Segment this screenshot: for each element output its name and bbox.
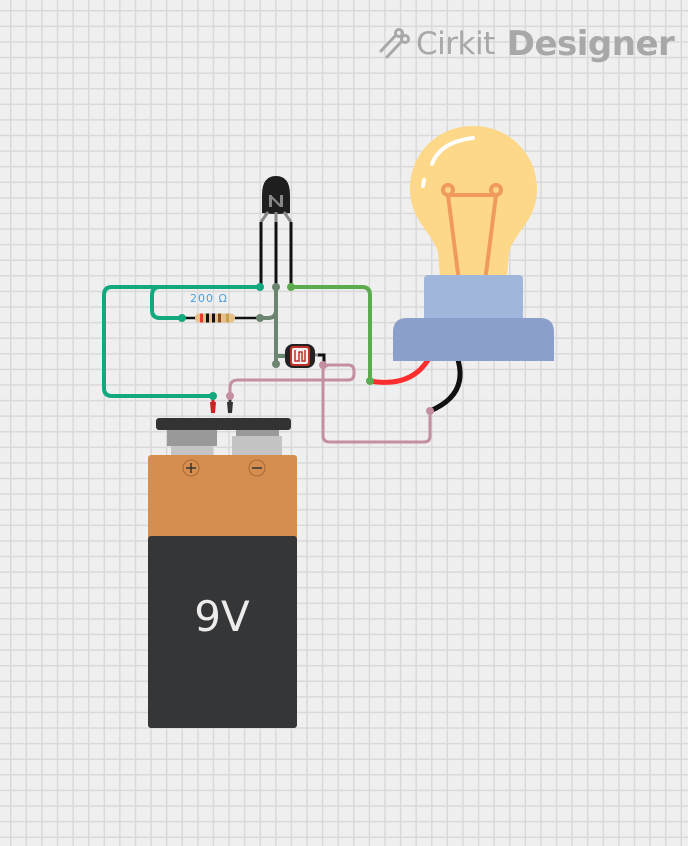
circuit-traces-icon [379, 28, 410, 59]
battery-minus-symbol [248, 459, 266, 477]
resistor-label: 200 Ω [190, 292, 228, 305]
photoresistor[interactable] [285, 344, 326, 368]
cirkit-designer-logo: Cirkit Designer [378, 24, 675, 64]
logo-word-cirkit: Cirkit [416, 26, 495, 62]
connection-points[interactable] [178, 283, 434, 415]
wire-red-bulb[interactable] [367, 357, 431, 385]
wire-green-collector[interactable] [289, 285, 372, 383]
battery-plus-symbol [182, 459, 200, 477]
wire-pink-battery[interactable] [228, 363, 432, 444]
npn-transistor[interactable] [259, 176, 293, 287]
resistor[interactable] [182, 313, 260, 323]
wire-teal-battery[interactable] [102, 285, 262, 398]
wire-black-bulb[interactable] [427, 357, 463, 414]
logo-word-designer: Designer [506, 24, 675, 64]
light-bulb[interactable] [393, 126, 554, 361]
wire-graygreen-res[interactable] [258, 308, 278, 320]
battery-9v[interactable] [148, 396, 297, 728]
battery-label: 9V [194, 592, 250, 641]
